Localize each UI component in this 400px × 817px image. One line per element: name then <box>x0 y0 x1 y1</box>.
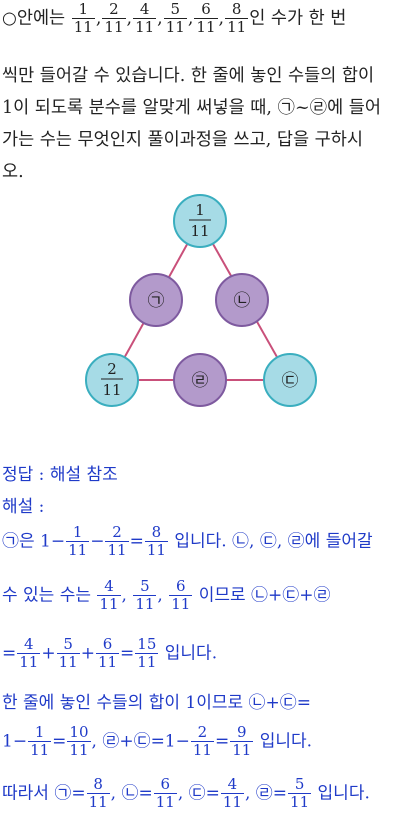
node-left: 2 11 <box>85 353 139 407</box>
solution-line-4: 한 줄에 놓인 수들의 합이 1이므로 ㉡+㉢= <box>2 693 312 713</box>
node-c-label: ㉢ <box>282 371 299 391</box>
question-line-5: 오. <box>2 162 24 182</box>
node-d-label: ㉣ <box>192 371 209 391</box>
node-left-denominator: 11 <box>102 381 121 399</box>
question-line-4: 가는 수는 무엇인지 풀이과정을 쓰고, 답을 구하시 <box>2 130 363 150</box>
answer-line: 정답 : 해설 참조 <box>2 465 118 485</box>
node-d: ㉣ <box>173 353 227 407</box>
node-left-numerator: 2 <box>107 360 117 378</box>
node-c: ㉢ <box>263 353 317 407</box>
question-line-3: 1이 되도록 분수를 알맞게 써넣을 때, ㉠~㉣에 들어 <box>2 98 381 118</box>
node-b: ㉡ <box>215 273 269 327</box>
explain-label: 해설 : <box>2 497 45 517</box>
question-text: 인 수가 한 번 <box>249 8 347 29</box>
node-top: 1 11 <box>173 194 227 248</box>
question-line-2: 씩만 들어갈 수 있습니다. 한 줄에 놓인 수들의 합이 <box>2 66 375 86</box>
node-a-label: ㉠ <box>148 291 165 311</box>
node-top-denominator: 11 <box>190 222 209 240</box>
node-top-numerator: 1 <box>195 201 205 219</box>
node-a: ㉠ <box>129 273 183 327</box>
question-text: 안에는 <box>16 8 66 29</box>
empty-circle-icon: ○ <box>2 8 17 29</box>
triangle-diagram: 1 11 ㉠ ㉡ 2 11 ㉣ ㉢ <box>85 194 317 407</box>
node-b-label: ㉡ <box>234 291 251 311</box>
